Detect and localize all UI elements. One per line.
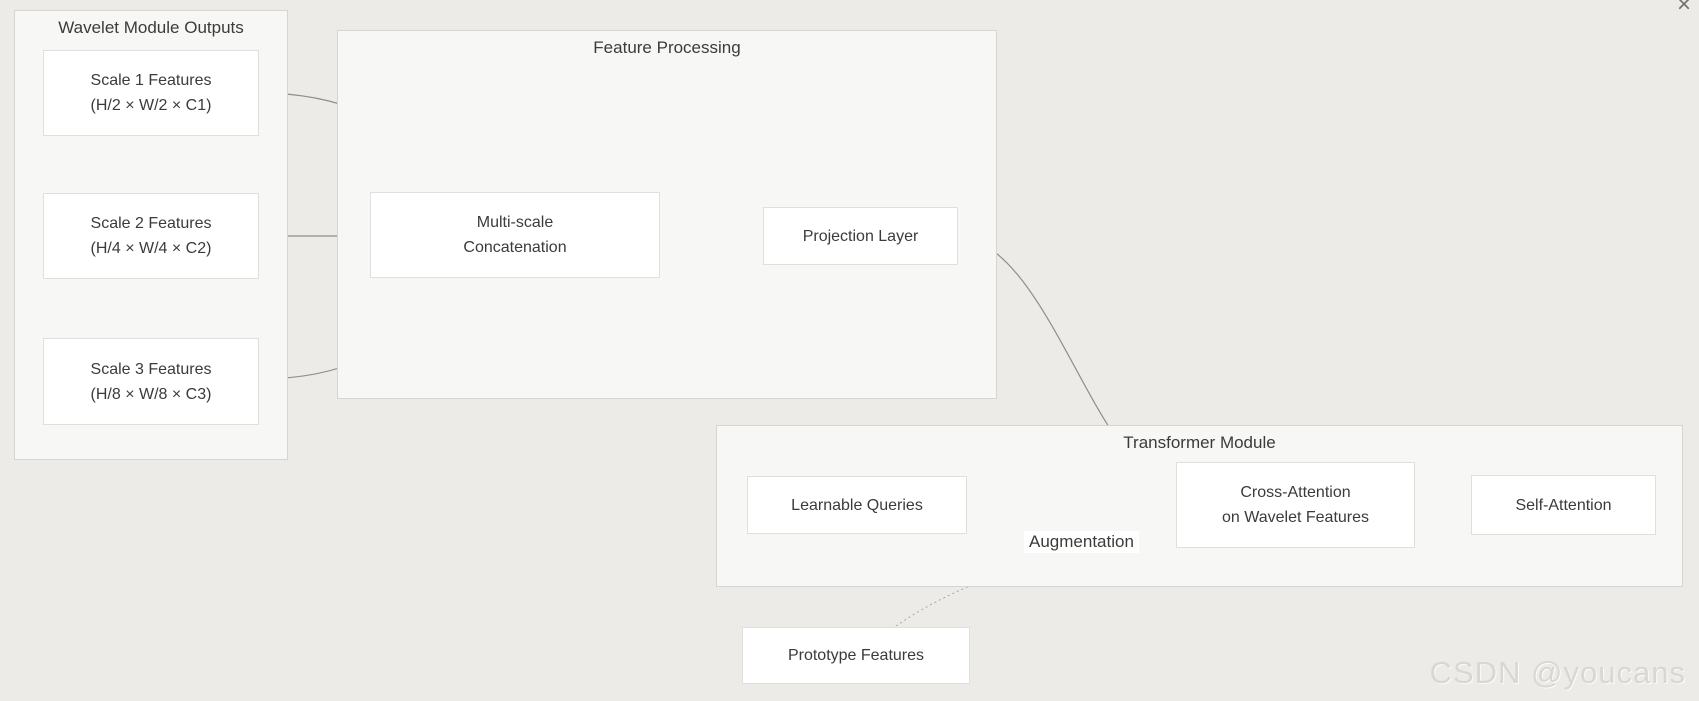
augmentation-edge-label: Augmentation <box>1024 531 1139 553</box>
node-projection-label: Projection Layer <box>802 227 919 245</box>
wavelet-group-title: Wavelet Module Outputs <box>58 18 244 37</box>
node-learnable-queries: Learnable Queries <box>747 476 967 534</box>
node-prototype-features: Prototype Features <box>742 627 970 684</box>
node-multiscale-line1: Multi-scale <box>476 214 554 231</box>
node-cross-line2: on Wavelet Features <box>1221 509 1370 526</box>
node-self-attention: Self-Attention <box>1471 475 1656 535</box>
node-scale2-features: Scale 2 Features (H/4 × W/4 × C2) <box>43 193 259 279</box>
node-scale2-line2: (H/4 × W/4 × C2) <box>90 240 212 257</box>
node-projection-layer: Projection Layer <box>763 207 958 265</box>
watermark-text: CSDN @youcans <box>1429 655 1686 690</box>
node-cross-line1: Cross-Attention <box>1240 484 1351 501</box>
node-scale3-line2: (H/8 × W/8 × C3) <box>90 385 212 403</box>
node-scale3-features: Scale 3 Features (H/8 × W/8 × C3) <box>43 338 259 425</box>
node-scale1-features: Scale 1 Features (H/2 × W/2 × C1) <box>43 50 259 136</box>
close-icon[interactable]: × <box>1676 0 1691 18</box>
node-scale1-line1: Scale 1 Features <box>90 72 212 89</box>
node-scale3-line1: Scale 3 Features <box>90 360 212 378</box>
node-multiscale-line2: Concatenation <box>463 239 567 256</box>
node-multiscale-concatenation: Multi-scale Concatenation <box>370 192 660 278</box>
node-scale2-line1: Scale 2 Features <box>90 215 212 232</box>
transformer-group-title: Transformer Module <box>1123 433 1276 452</box>
node-prototype-label: Prototype Features <box>787 647 925 664</box>
node-learnable-label: Learnable Queries <box>791 496 923 514</box>
node-cross-attention: Cross-Attention on Wavelet Features <box>1176 462 1415 548</box>
node-scale1-line2: (H/2 × W/2 × C1) <box>90 97 212 114</box>
feature-group-title: Feature Processing <box>593 38 741 57</box>
node-self-label: Self-Attention <box>1515 496 1612 514</box>
